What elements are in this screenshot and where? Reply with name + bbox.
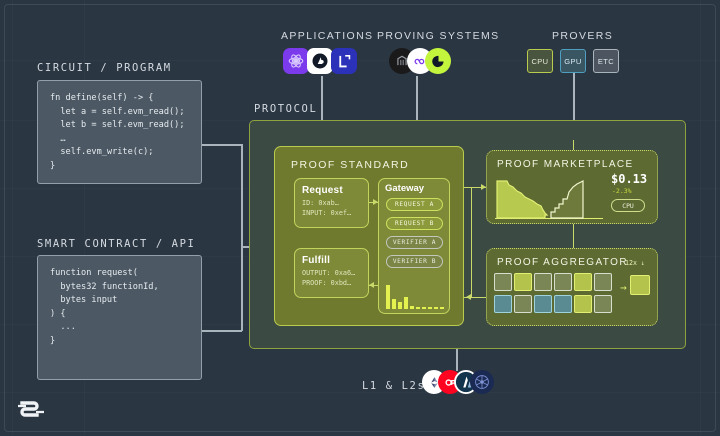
marketplace-cpu-chip-label: CPU [622,201,634,210]
gateway-activity-bars [386,283,446,309]
gateway-pill-verifier-b-label: VERIFIER B [392,258,437,265]
wire-spine-to-marketplace [471,187,486,189]
marketplace-chart [495,177,603,219]
wire-into-protocol [241,246,253,248]
fulfill-card[interactable]: Fulfill OUTPUT: 0xa6… PROOF: 0xbd… [294,248,369,298]
prover-chip-gpu-label: GPU [564,56,582,66]
agg-cell-r1c0 [494,295,512,313]
fulfill-proof: PROOF: 0xbd… [302,278,352,287]
smart-contract-label: SMART CONTRACT / API [37,238,196,250]
prover-chip-gpu[interactable]: GPU [560,49,586,73]
circuit-program-code: fn define(self) -> { let a = self.evm_re… [50,93,185,171]
agg-cell-r1c5 [594,295,612,313]
wire-circuit-down [241,144,243,246]
prover-chip-cpu-label: CPU [531,56,549,66]
gateway-pill-verifier-b[interactable]: VERIFIER B [386,255,443,268]
wire-proving-down [416,76,418,120]
agg-cell-r0c5 [594,273,612,291]
wire-contract-up [241,246,243,331]
smart-contract-panel: function request( bytes32 functionId, by… [37,255,202,380]
gateway-title: Gateway [385,183,425,194]
agg-cell-r0c4 [574,273,592,291]
wire-spine-to-ps [464,297,472,299]
proof-aggregator-title: PROOF AGGREGATOR [497,257,628,268]
agg-cell-r1c4 [574,295,592,313]
agg-output-cell [630,275,650,295]
agg-cell-r1c3 [554,295,572,313]
succinct-logo [16,398,46,420]
fulfill-output: OUTPUT: 0xa6… [302,269,356,277]
request-input: INPUT: 0xef… [302,208,352,217]
request-card-title: Request [302,185,343,196]
wire-protocol-to-l1l2s [456,349,458,371]
proof-standard-title: PROOF STANDARD [291,159,410,171]
request-id: ID: 0xab… [302,199,339,207]
wire-provers-into-marketplace [573,140,575,150]
provers-label: PROVERS [552,30,614,42]
agg-multiplier-label: 12x ↓ [625,259,645,267]
marketplace-cpu-chip[interactable]: CPU [611,199,645,212]
gateway-pill-request-a[interactable]: REQUEST A [386,198,443,211]
ghost-white-icon [307,48,333,74]
marketplace-price: $0.13 [611,172,648,186]
wire-circuit-out [202,144,242,146]
marketplace-change: -2.3% [612,187,632,195]
gateway-pill-request-a-label: REQUEST A [395,201,434,208]
gateway-pill-request-b[interactable]: REQUEST B [386,217,443,230]
arrow-to-marketplace [481,183,486,190]
agg-cell-r1c2 [534,295,552,313]
proof-aggregator-panel [486,248,658,326]
l1-l2s-label: L1 & L2s [362,380,426,392]
wire-contract-out [202,330,242,332]
prover-chip-cpu[interactable]: CPU [527,49,553,73]
wire-applications-down [321,76,323,120]
request-card[interactable]: Request ID: 0xab… INPUT: 0xef… [294,178,369,228]
agg-cell-r0c1 [514,273,532,291]
prover-chip-etc-label: ETC [597,56,615,66]
arrow-request-to-gateway [373,198,378,205]
page-frame [4,4,716,432]
gateway-pill-verifier-a-label: VERIFIER A [392,239,437,246]
agg-arrow-icon: → [620,281,627,294]
fulfill-card-title: Fulfill [302,255,331,266]
lime-circle-icon [425,48,451,74]
gateway-pill-request-b-label: REQUEST B [395,220,434,227]
polygon-icon [470,370,494,394]
wire-aggregator-to-spine [471,297,486,299]
atom-purple-icon [283,48,309,74]
applications-label: APPLICATIONS [281,30,374,42]
wire-marketplace-to-aggregator [573,224,575,248]
agg-cell-r0c0 [494,273,512,291]
wire-protocol-spine [471,187,473,297]
proving-systems-label: PROVING SYSTEMS [377,30,500,42]
circuit-program-label: CIRCUIT / PROGRAM [37,62,172,74]
smart-contract-code: function request( bytes32 functionId, by… [50,268,159,346]
agg-cell-r0c3 [554,273,572,291]
agg-cell-r0c2 [534,273,552,291]
proof-marketplace-title: PROOF MARKETPLACE [497,159,634,170]
arrow-from-aggregator [466,293,471,300]
wire-ps-to-spine [464,187,472,189]
arrow-gateway-to-fulfill [369,281,374,288]
gateway-pill-verifier-a[interactable]: VERIFIER A [386,236,443,249]
wire-provers-down [573,73,575,120]
l2-blue-icon [331,48,357,74]
prover-chip-etc[interactable]: ETC [593,49,619,73]
agg-cell-r1c1 [514,295,532,313]
protocol-label: PROTOCOL [254,103,318,115]
circuit-program-panel: fn define(self) -> { let a = self.evm_re… [37,80,202,184]
